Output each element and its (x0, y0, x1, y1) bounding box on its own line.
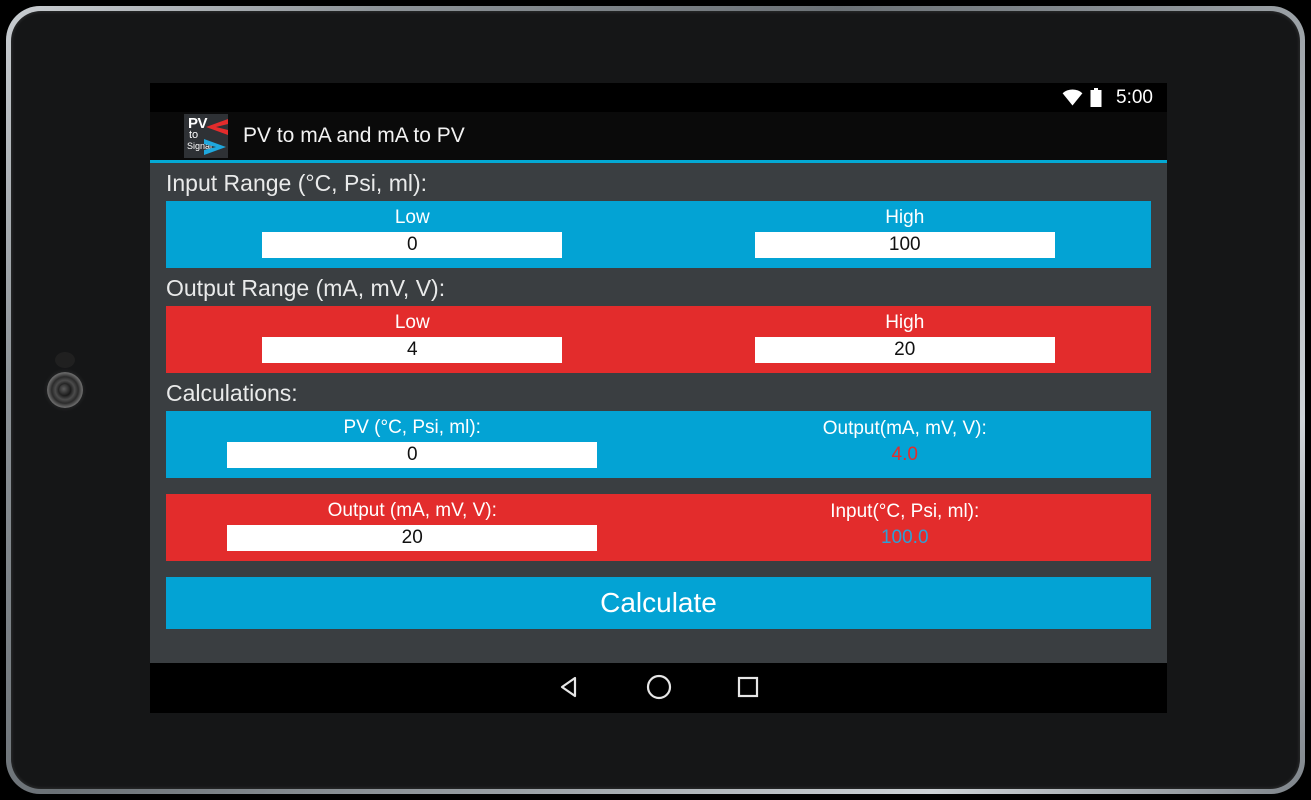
camera-lens-icon (47, 372, 83, 408)
recents-square-icon[interactable] (734, 673, 762, 706)
pv-to-output-panel: PV (°C, Psi, ml): Output(mA, mV, V): 4.0 (166, 411, 1151, 478)
input-range-low-label: Low (394, 207, 430, 228)
battery-full-icon (1090, 88, 1102, 107)
output-range-low-label: Low (394, 312, 430, 333)
input-result-label: Input(°C, Psi, ml): (830, 501, 980, 522)
app-content: Input Range (°C, Psi, ml): Low High Outp… (150, 163, 1167, 663)
accent-divider (150, 160, 1167, 163)
output-to-input-panel: Output (mA, mV, V): Input(°C, Psi, ml): … (166, 494, 1151, 561)
output-range-high-label: High (885, 312, 925, 333)
action-bar: PV to Signal PV to mA and mA to PV (150, 112, 1167, 160)
pv-input-label: PV (°C, Psi, ml): (343, 417, 481, 438)
output-range-high-field[interactable] (754, 337, 1055, 363)
input-range-high-group: High (659, 201, 1152, 268)
input-range-low-field[interactable] (262, 232, 563, 258)
output-input-group: Output (mA, mV, V): (166, 494, 659, 561)
output-range-low-group: Low (166, 306, 659, 373)
status-bar: 5:00 (150, 83, 1167, 112)
app-logo-arrows-icon (204, 119, 228, 155)
output-input-field[interactable] (227, 525, 598, 551)
output-input-label: Output (mA, mV, V): (327, 500, 497, 521)
android-nav-bar (150, 663, 1167, 713)
output-range-panel: Low High (166, 306, 1151, 373)
proximity-sensor-icon (55, 352, 75, 368)
app-logo-icon: PV to Signal (184, 114, 228, 158)
input-range-high-field[interactable] (754, 232, 1055, 258)
app-logo-line3: Signal (187, 141, 213, 151)
input-result-value: 100.0 (880, 527, 929, 548)
pv-input-group: PV (°C, Psi, ml): (166, 411, 659, 478)
input-range-high-label: High (885, 207, 925, 228)
back-triangle-icon[interactable] (556, 673, 584, 706)
calculate-button[interactable]: Calculate (166, 577, 1151, 629)
output-result-value: 4.0 (891, 444, 918, 465)
calculations-heading: Calculations: (166, 380, 298, 406)
output-range-heading: Output Range (mA, mV, V): (166, 275, 446, 301)
input-range-low-group: Low (166, 201, 659, 268)
output-range-high-group: High (659, 306, 1152, 373)
input-range-heading: Input Range (°C, Psi, ml): (166, 170, 428, 196)
status-clock: 5:00 (1116, 87, 1153, 108)
device-screen: 5:00 PV to Signal PV to mA and mA to PV … (150, 83, 1167, 713)
input-range-panel: Low High (166, 201, 1151, 268)
output-range-low-field[interactable] (262, 337, 563, 363)
output-result-label: Output(mA, mV, V): (822, 418, 987, 439)
input-result-group: Input(°C, Psi, ml): 100.0 (659, 494, 1152, 561)
app-title: PV to mA and mA to PV (243, 124, 465, 147)
pv-input-field[interactable] (227, 442, 598, 468)
app-logo-line1: PV (188, 115, 208, 132)
home-circle-icon[interactable] (644, 672, 674, 707)
app-logo-line2: to (189, 129, 199, 141)
wifi-icon (1062, 89, 1083, 106)
output-result-group: Output(mA, mV, V): 4.0 (659, 411, 1152, 478)
